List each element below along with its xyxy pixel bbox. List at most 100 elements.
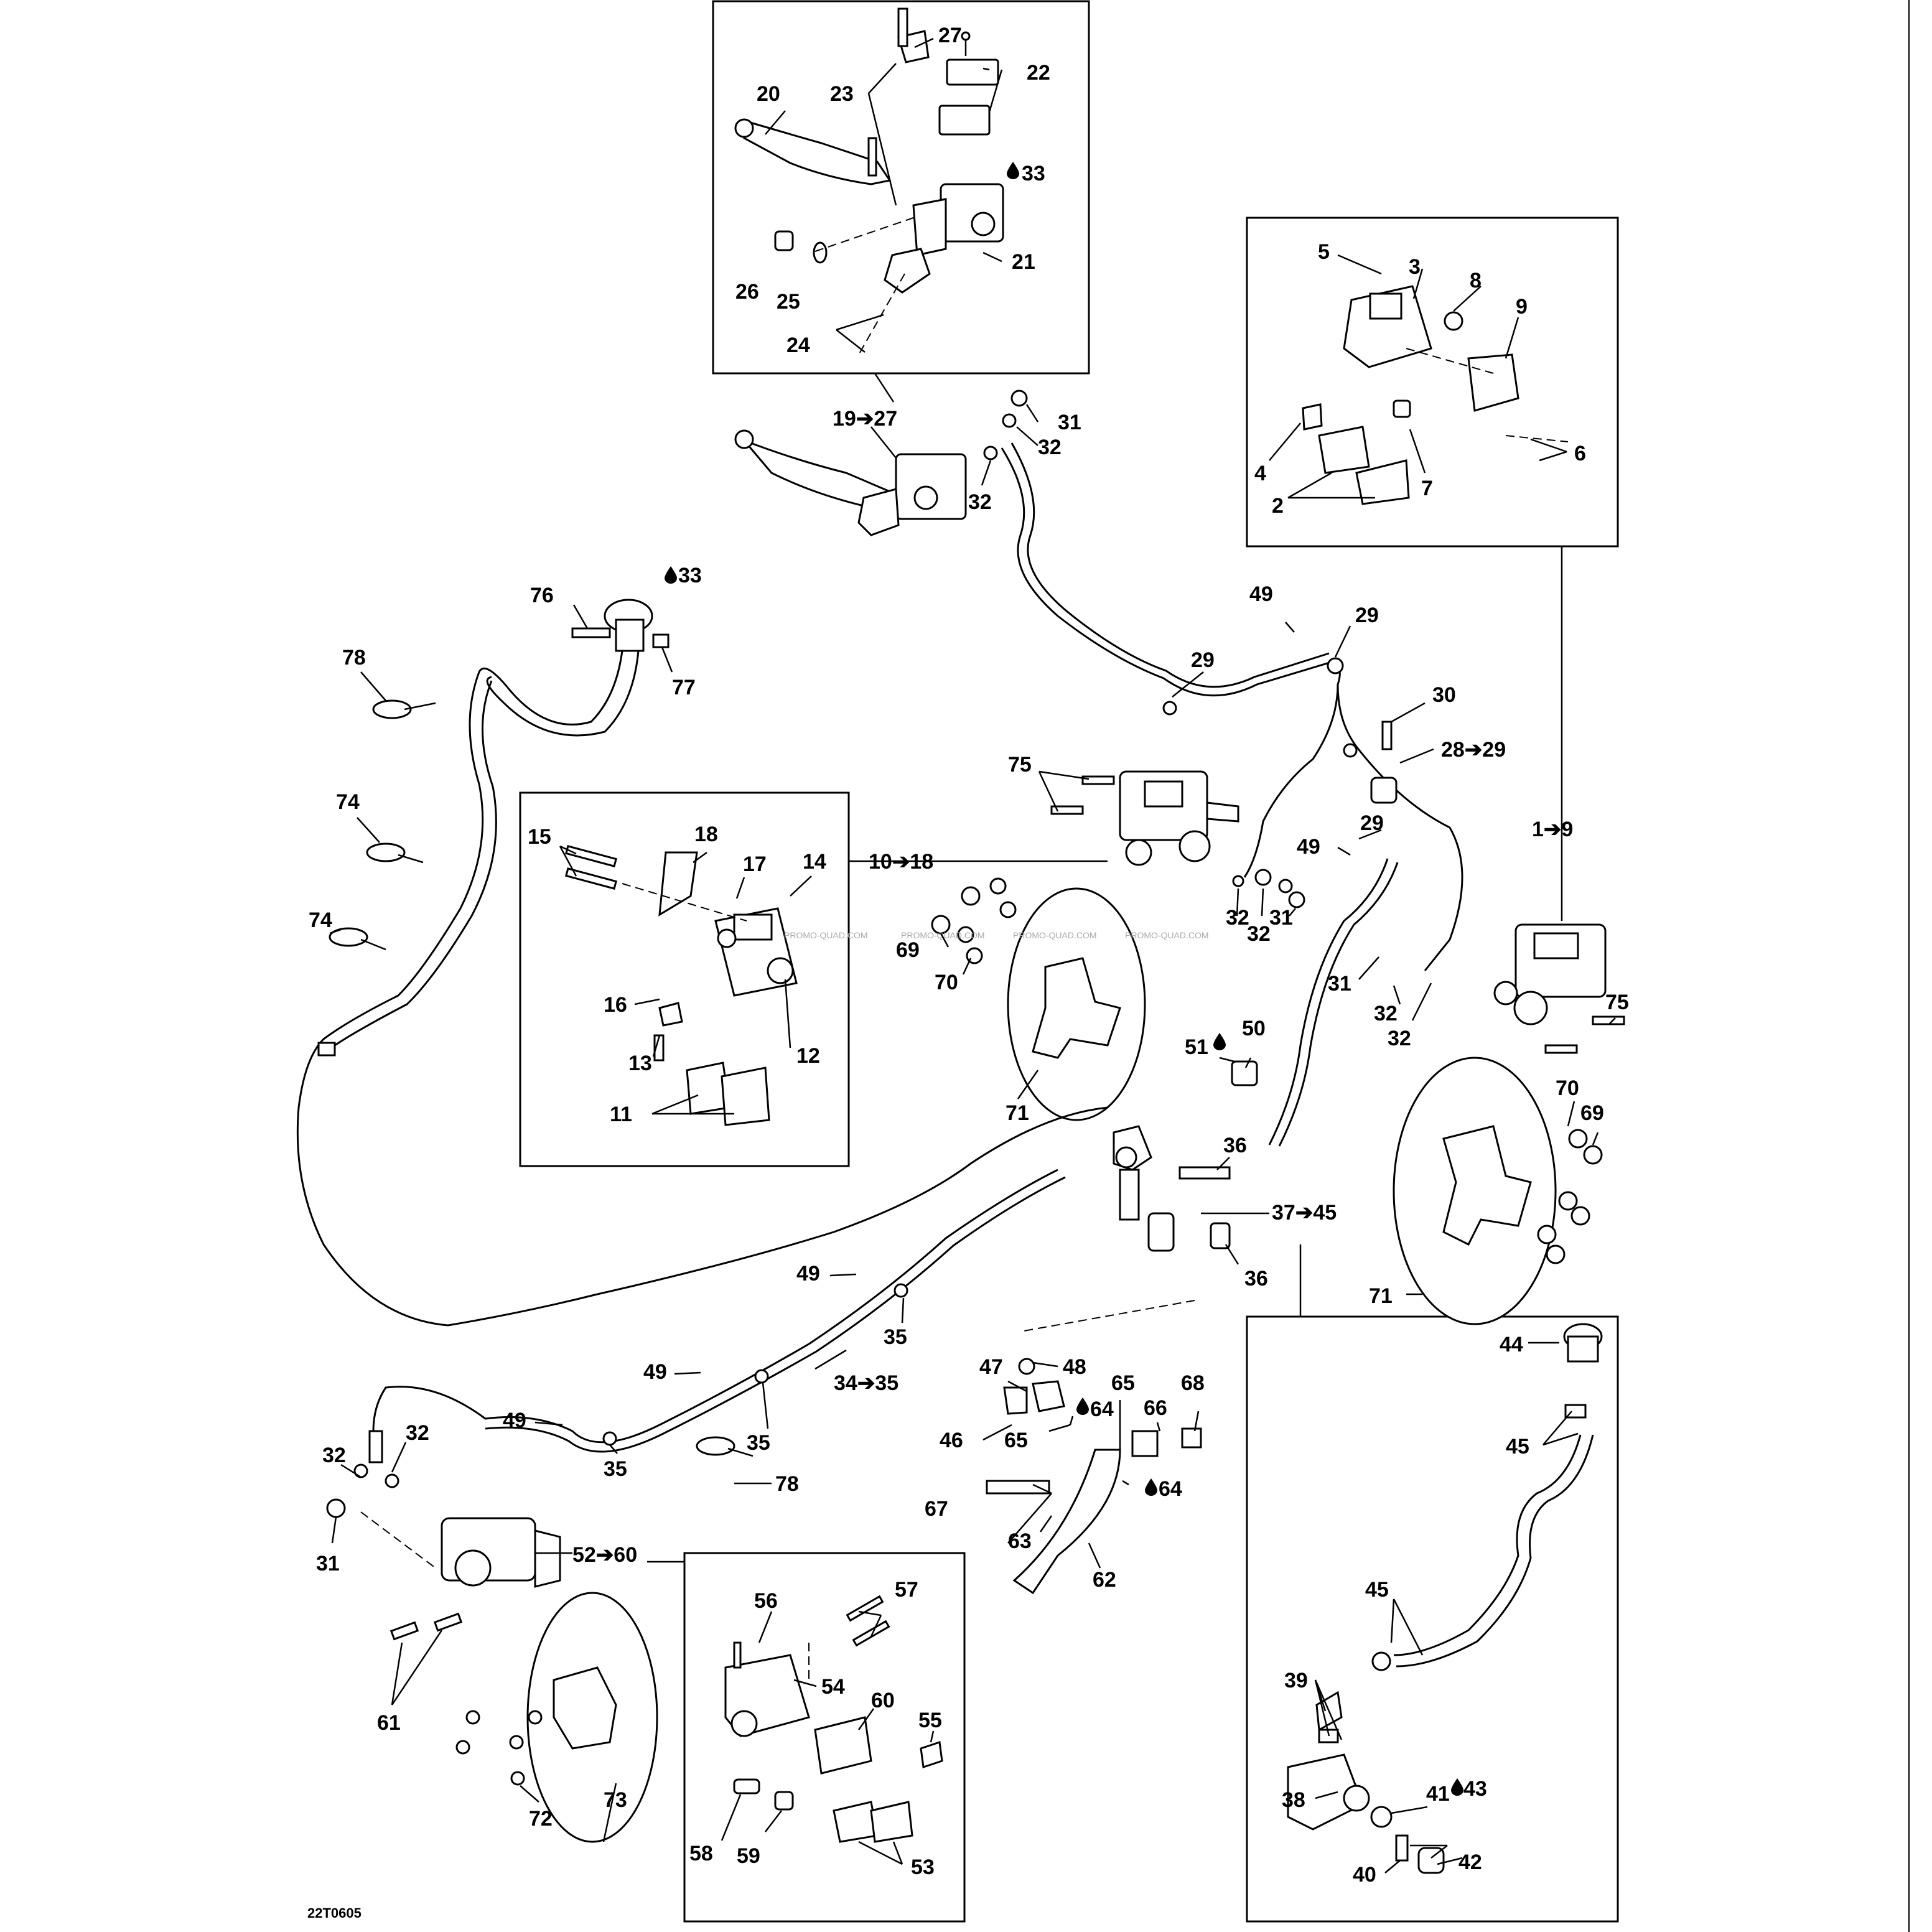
cable-ties	[329, 699, 754, 1457]
callout: 11	[610, 1103, 632, 1126]
callout: 57	[895, 1578, 918, 1602]
callout: 20	[757, 82, 780, 106]
callout: 46	[940, 1429, 963, 1452]
callout: 45	[1365, 1578, 1389, 1602]
callout: 15	[528, 825, 551, 849]
callout: 75	[1008, 753, 1032, 777]
callout: 16	[604, 993, 627, 1017]
callout: 35	[884, 1325, 907, 1349]
oil-drop-icon	[1451, 1778, 1463, 1796]
callout: 24	[786, 334, 810, 357]
watermarks: PROMO-QUAD.COM PROMO-QUAD.COM PROMO-QUAD…	[784, 930, 1209, 940]
callout: 35	[747, 1431, 770, 1455]
callout: 75	[1605, 991, 1629, 1014]
front-right-caliper-parts	[1302, 285, 1569, 505]
callout: 29	[1360, 811, 1384, 835]
callout: 41	[1426, 1782, 1450, 1806]
rear-caliper-inset	[683, 1552, 966, 1923]
callout: 59	[737, 1844, 760, 1868]
rear-caliper-assembly	[360, 1511, 561, 1641]
callout-range: 52➔60	[572, 1543, 637, 1567]
front-left-caliper	[1050, 770, 1305, 908]
front-brake-hoses	[983, 390, 1463, 1147]
callout: 29	[1355, 604, 1379, 627]
rear-master-cylinder-inset	[1246, 1315, 1619, 1923]
master-cylinder-inset	[712, 0, 1090, 375]
callout: 32	[968, 490, 992, 514]
front-left-caliper-parts	[564, 845, 798, 1126]
front-right-disc	[1393, 1057, 1603, 1325]
callout: 60	[871, 1689, 895, 1712]
callout: 38	[1282, 1788, 1305, 1812]
front-right-caliper	[1493, 923, 1625, 1054]
callout-range: 34➔35	[834, 1371, 898, 1395]
callout: 32	[1038, 436, 1062, 459]
callout: 55	[918, 1709, 942, 1732]
callout: 72	[529, 1807, 553, 1831]
callout-labels: 20 23 27 22 33 21 26 25 24 19➔27 31 32 3…	[309, 24, 1629, 1887]
brake-pedal-master-cylinder	[986, 1060, 1258, 1595]
callout: 49	[643, 1360, 667, 1384]
callout-range: 19➔27	[833, 407, 897, 431]
callout: 74	[336, 790, 360, 814]
callout: 27	[938, 24, 962, 47]
oil-drop-icon	[1007, 162, 1019, 179]
callout: 32	[1388, 1027, 1411, 1050]
callout: 70	[1556, 1076, 1579, 1100]
callout: 17	[743, 852, 767, 876]
svg-text:PROMO-QUAD.COM: PROMO-QUAD.COM	[784, 930, 868, 940]
rear-reservoir-hose	[296, 599, 1108, 1327]
callout: 51	[1185, 1035, 1208, 1059]
callout: 2	[1272, 494, 1284, 518]
callout: 65	[1004, 1429, 1028, 1452]
callout: 70	[935, 971, 958, 994]
callout-range: 28➔29	[1441, 738, 1506, 762]
callout: 32	[406, 1421, 429, 1445]
callout: 64	[1159, 1477, 1182, 1501]
callout: 74	[309, 908, 332, 932]
callout: 31	[1269, 906, 1293, 930]
callout: 48	[1063, 1355, 1086, 1379]
master-cylinder-parts	[734, 7, 1004, 355]
callout: 7	[1421, 477, 1433, 500]
oil-drop-icon	[1145, 1478, 1157, 1496]
callout: 36	[1244, 1267, 1268, 1290]
callout: 32	[1247, 922, 1271, 946]
rear-master-cylinder-parts	[1287, 1323, 1603, 1874]
front-left-disc	[931, 877, 1146, 1121]
callout: 30	[1432, 683, 1456, 707]
callout: 54	[821, 1675, 845, 1699]
callout-range: 1➔9	[1532, 818, 1573, 841]
drawing-code: 22T0605	[307, 1905, 362, 1921]
callout-range: 10➔18	[869, 850, 933, 874]
oil-drop-icon	[665, 566, 677, 584]
callout: 32	[322, 1444, 346, 1467]
callout: 78	[775, 1472, 799, 1496]
callout: 3	[1409, 255, 1421, 279]
callout: 33	[1022, 162, 1045, 185]
callout: 40	[1353, 1863, 1376, 1887]
callout: 31	[1328, 972, 1351, 996]
callout: 53	[911, 1855, 935, 1879]
callout: 13	[628, 1052, 652, 1075]
callout-leaders	[329, 37, 1616, 1874]
callout: 8	[1470, 269, 1482, 292]
callout: 66	[1144, 1396, 1167, 1420]
callout: 26	[735, 280, 759, 304]
callout: 12	[796, 1044, 820, 1068]
callout: 47	[979, 1355, 1003, 1379]
callout: 31	[316, 1552, 340, 1575]
svg-text:PROMO-QUAD.COM: PROMO-QUAD.COM	[1013, 930, 1097, 940]
callout-range: 37➔45	[1272, 1201, 1337, 1225]
callout: 77	[672, 676, 696, 699]
callout: 9	[1516, 295, 1528, 319]
callout: 69	[896, 938, 920, 962]
oil-drop-icon	[1076, 1398, 1089, 1415]
callout: 49	[796, 1262, 820, 1286]
callout: 56	[754, 1589, 778, 1613]
callout: 18	[694, 823, 718, 846]
callout: 44	[1500, 1333, 1523, 1356]
rear-caliper-parts	[724, 1595, 943, 1843]
rear-disc	[455, 1592, 658, 1843]
callout: 25	[777, 290, 800, 314]
